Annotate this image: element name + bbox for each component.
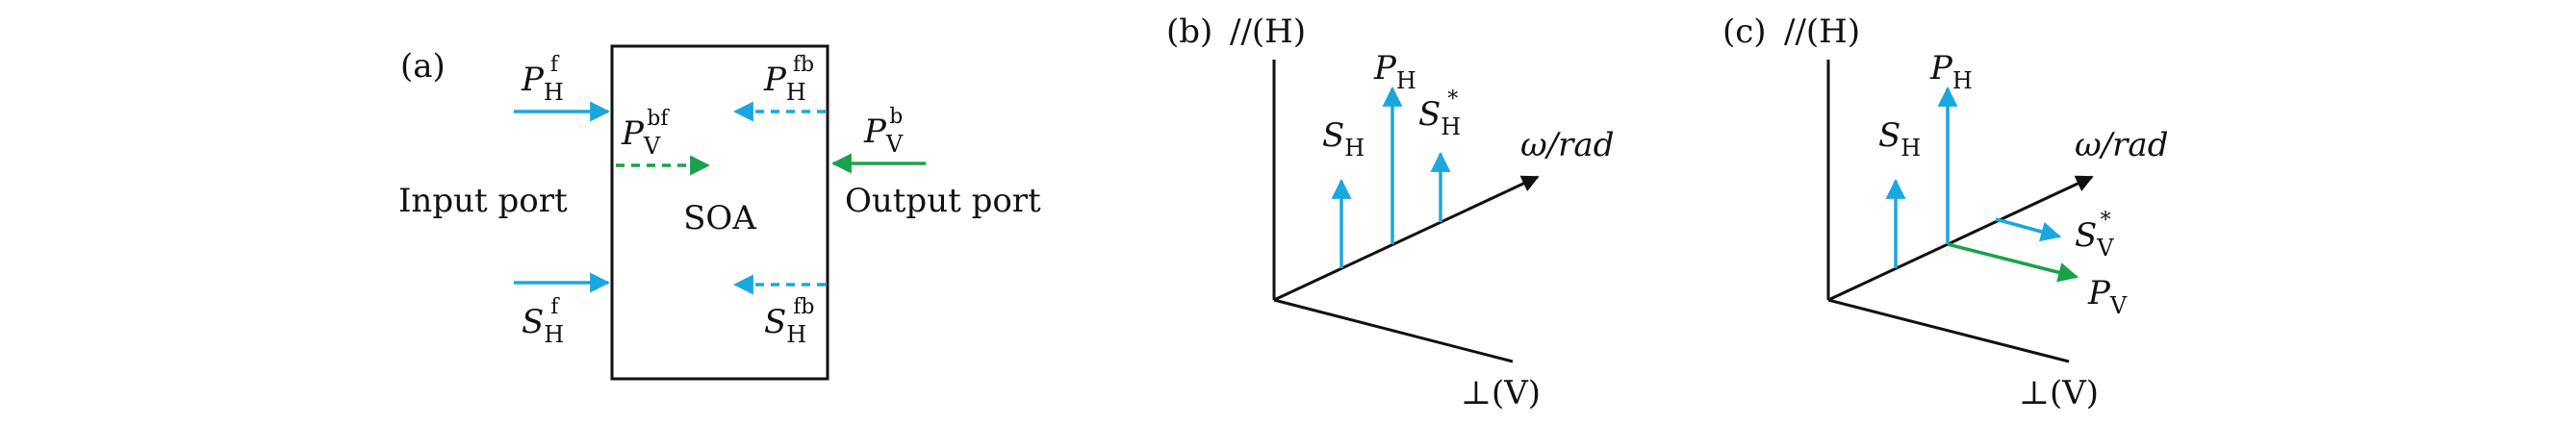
panel-b-perp-axis xyxy=(1273,298,1514,363)
panel-b-vertical-axis-label: //(H) xyxy=(1230,12,1306,51)
panel-a: (a) SOA Input port Output port PHf PVbf … xyxy=(398,44,1041,381)
sf-h-label: SHf xyxy=(522,295,564,348)
panel-c-s-h-label: SH xyxy=(1878,116,1921,162)
panel-c-s-v-star-label: SV* xyxy=(2075,209,2114,262)
output-port-label: Output port xyxy=(845,182,1041,220)
panel-c-p-v-label: PV xyxy=(2087,274,2128,319)
panel-c: (c) //(H) ω/rad ⊥(V) SH PH SV* PV xyxy=(1722,12,2168,412)
panel-b-s-h-label: SH xyxy=(1322,116,1365,162)
panel-b-perp-label: ⊥(V) xyxy=(1461,374,1541,412)
input-port-label: Input port xyxy=(398,182,568,220)
panel-b-omega-axis xyxy=(1273,175,1540,302)
panel-c-p-v-arrow xyxy=(1947,242,2079,283)
panel-c-omega-label: ω/rad xyxy=(2075,126,2168,164)
pbf-v-label: PVbf xyxy=(621,107,670,160)
pfb-h-label: PHfb xyxy=(763,53,814,106)
panel-c-label: (c) xyxy=(1722,12,1767,51)
panel-b-s-h-star-label: SH* xyxy=(1418,87,1461,140)
panel-a-label: (a) xyxy=(400,47,446,86)
soa-label: SOA xyxy=(683,199,756,237)
panel-b: (b) //(H) ω/rad ⊥(V) SH PH SH* xyxy=(1166,12,1614,412)
panel-c-vertical-axis-label: //(H) xyxy=(1784,12,1860,51)
panel-b-label: (b) xyxy=(1166,12,1212,51)
panel-c-omega-axis xyxy=(1827,175,2094,302)
panel-c-p-h-label: PH xyxy=(1929,49,1973,94)
panel-c-s-v-star-arrow xyxy=(1995,217,2062,242)
pf-h-label: PHf xyxy=(521,53,564,106)
pb-v-label: PVb xyxy=(863,105,904,158)
panel-b-p-h-label: PH xyxy=(1373,49,1416,94)
panel-c-perp-axis xyxy=(1827,298,2070,363)
sfb-h-label: SHfb xyxy=(764,295,814,348)
panel-b-omega-label: ω/rad xyxy=(1520,126,1614,164)
panel-c-perp-label: ⊥(V) xyxy=(2019,374,2099,412)
soa-box xyxy=(610,44,829,381)
